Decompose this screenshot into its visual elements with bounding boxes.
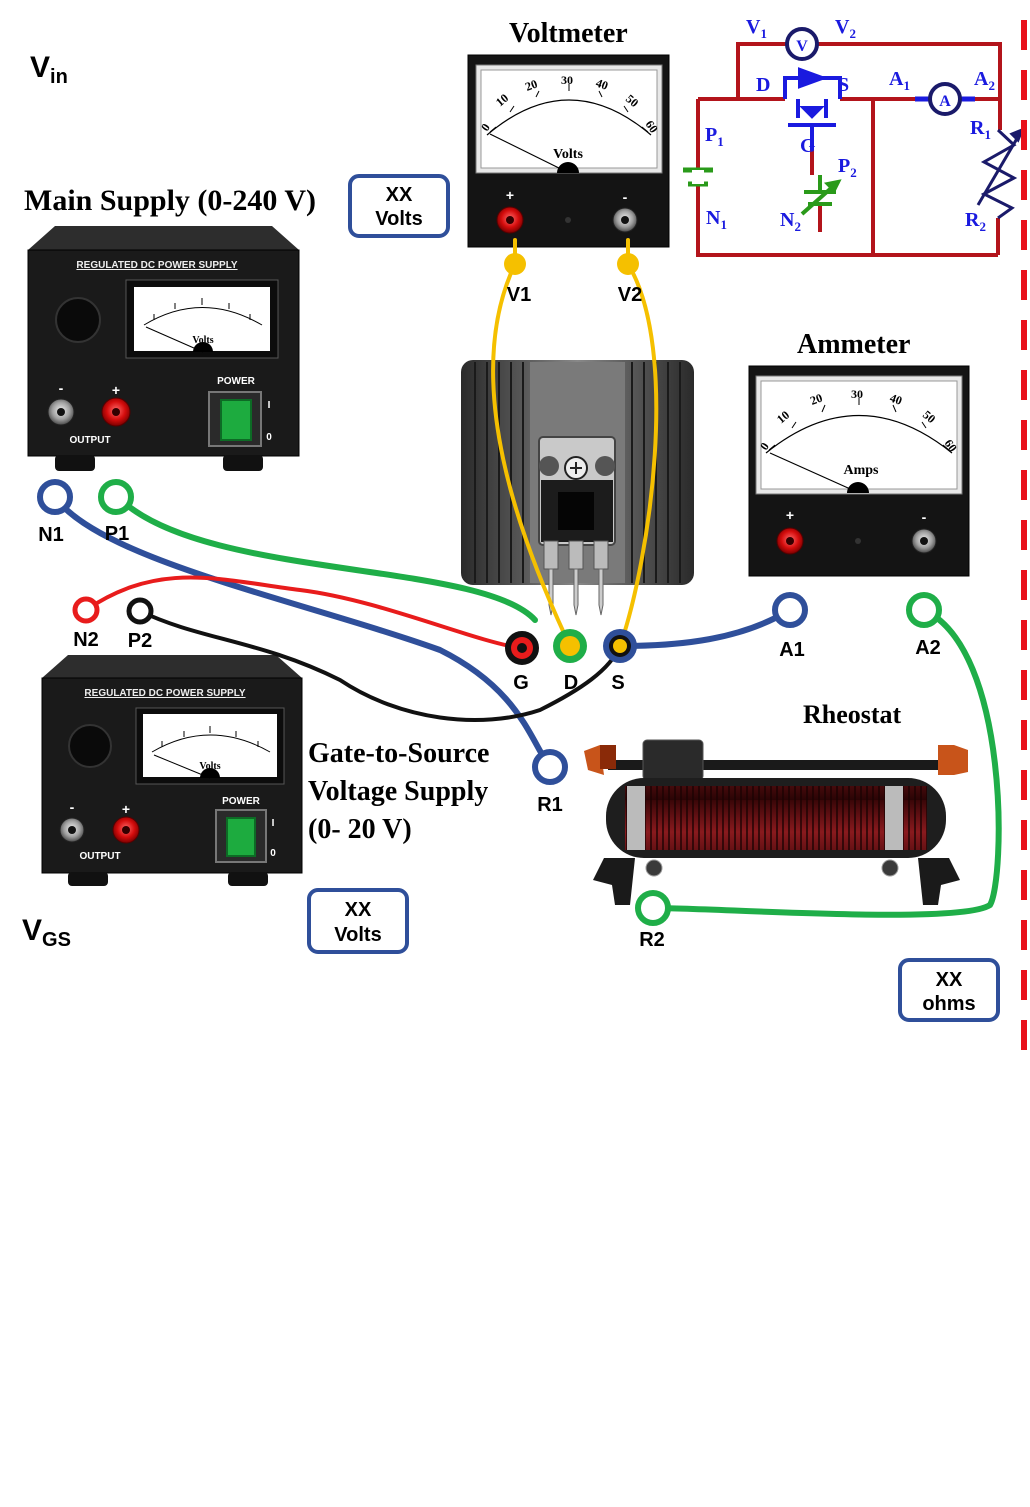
svg-text:V1: V1: [746, 16, 767, 41]
vgs-label: VGS: [22, 914, 71, 951]
svg-text:POWER: POWER: [217, 376, 256, 387]
svg-text:OUTPUT: OUTPUT: [69, 435, 110, 446]
gate-power-supply: REGULATED DC POWER SUPPLY Volts - + OUTP…: [42, 655, 302, 886]
terminal-p1[interactable]: [101, 482, 131, 512]
svg-text:+: +: [122, 801, 130, 817]
svg-text:N1: N1: [38, 524, 64, 546]
svg-text:P2: P2: [128, 630, 152, 652]
svg-text:-: -: [623, 189, 628, 205]
mosfet-transistor: [539, 437, 615, 615]
svg-text:R1: R1: [537, 794, 563, 816]
svg-text:ohms: ohms: [922, 993, 975, 1015]
svg-text:30: 30: [851, 387, 863, 401]
schematic-ammeter-icon: A: [915, 84, 975, 114]
svg-text:30: 30: [561, 73, 573, 87]
svg-text:POWER: POWER: [222, 796, 261, 807]
svg-text:A1: A1: [779, 639, 805, 661]
svg-text:XX: XX: [345, 899, 372, 921]
svg-text:XX: XX: [386, 184, 413, 206]
svg-text:N2: N2: [780, 209, 801, 234]
svg-text:N2: N2: [73, 629, 99, 651]
voltmeter-title: Voltmeter: [509, 18, 628, 49]
terminal-v2[interactable]: [617, 253, 639, 275]
svg-text:Amps: Amps: [843, 463, 879, 478]
svg-text:V2: V2: [835, 16, 856, 41]
gate-supply-title-1: Gate-to-Source: [308, 738, 489, 769]
schematic-voltmeter-icon: V: [775, 29, 830, 59]
gate-supply-label: REGULATED DC POWER SUPPLY: [84, 688, 245, 699]
terminal-a1[interactable]: [775, 595, 805, 625]
svg-text:D: D: [756, 74, 770, 96]
svg-text:P2: P2: [838, 155, 857, 180]
main-voltage-readout[interactable]: XX Volts: [350, 176, 448, 236]
svg-text:+: +: [506, 187, 514, 203]
svg-text:-: -: [70, 799, 75, 815]
svg-text:Volts: Volts: [375, 208, 422, 230]
svg-text:V2: V2: [618, 284, 642, 306]
gate-supply-title-3: (0- 20 V): [308, 814, 412, 845]
svg-text:I: I: [272, 818, 275, 829]
svg-text:A2: A2: [974, 68, 995, 93]
svg-text:Volts: Volts: [192, 335, 213, 346]
svg-text:Volts: Volts: [334, 924, 381, 946]
gate-supply-knob[interactable]: [69, 725, 111, 767]
main-supply-knob[interactable]: [56, 298, 100, 342]
svg-text:+: +: [112, 382, 120, 398]
gate-voltage-readout[interactable]: XX Volts: [309, 890, 407, 952]
rheostat-resistance-readout[interactable]: XX ohms: [900, 960, 998, 1020]
svg-text:P1: P1: [105, 523, 129, 545]
voltmeter: 0 10 20 30 40 50 60 Volts + -: [468, 55, 669, 247]
ammeter: 0 10 20 30 40 50 60 Amps + -: [749, 366, 969, 576]
vin-label: Vin: [30, 51, 68, 88]
schematic-variable-resistor-icon: [978, 130, 1022, 218]
main-supply-title: Main Supply (0-240 V): [24, 184, 316, 217]
svg-text:-: -: [922, 509, 927, 525]
svg-text:A1: A1: [889, 68, 910, 93]
svg-text:A: A: [939, 93, 951, 110]
wire-s-to-a1: [620, 610, 790, 646]
terminal-p2[interactable]: [129, 600, 151, 622]
svg-text:+: +: [786, 507, 794, 523]
svg-text:A2: A2: [915, 637, 941, 659]
svg-text:0: 0: [266, 432, 272, 443]
rheostat-slider[interactable]: [643, 740, 703, 780]
svg-text:R2: R2: [965, 209, 986, 234]
main-power-supply: REGULATED DC POWER SUPPLY Volts - + OUTP…: [28, 226, 299, 471]
circuit-schematic: V A: [683, 16, 1022, 255]
terminal-r1[interactable]: [535, 752, 565, 782]
gate-supply-title-2: Voltage Supply: [308, 776, 488, 807]
svg-text:S: S: [611, 672, 624, 694]
svg-text:R1: R1: [970, 117, 991, 142]
svg-text:N1: N1: [706, 207, 727, 232]
svg-text:Volts: Volts: [553, 147, 583, 162]
svg-text:V: V: [796, 38, 808, 55]
svg-text:V1: V1: [507, 284, 531, 306]
main-supply-label: REGULATED DC POWER SUPPLY: [76, 260, 237, 271]
svg-text:OUTPUT: OUTPUT: [79, 851, 120, 862]
svg-text:XX: XX: [936, 969, 963, 991]
terminal-n2[interactable]: [75, 599, 97, 621]
svg-text:G: G: [800, 135, 816, 157]
terminal-v1[interactable]: [504, 253, 526, 275]
rheostat: [584, 740, 968, 905]
terminal-r2[interactable]: [638, 893, 668, 923]
terminal-a2[interactable]: [909, 595, 939, 625]
rheostat-title: Rheostat: [803, 700, 902, 729]
svg-text:Volts: Volts: [199, 761, 220, 772]
svg-text:S: S: [838, 74, 849, 96]
svg-text:R2: R2: [639, 929, 665, 951]
svg-text:0: 0: [270, 848, 276, 859]
svg-text:I: I: [268, 400, 271, 411]
schematic-battery-icon: [683, 170, 713, 184]
svg-text:G: G: [513, 672, 529, 694]
svg-text:-: -: [59, 380, 64, 396]
ammeter-title: Ammeter: [797, 329, 910, 360]
svg-text:P1: P1: [705, 124, 724, 149]
svg-text:D: D: [564, 672, 578, 694]
terminal-n1[interactable]: [40, 482, 70, 512]
